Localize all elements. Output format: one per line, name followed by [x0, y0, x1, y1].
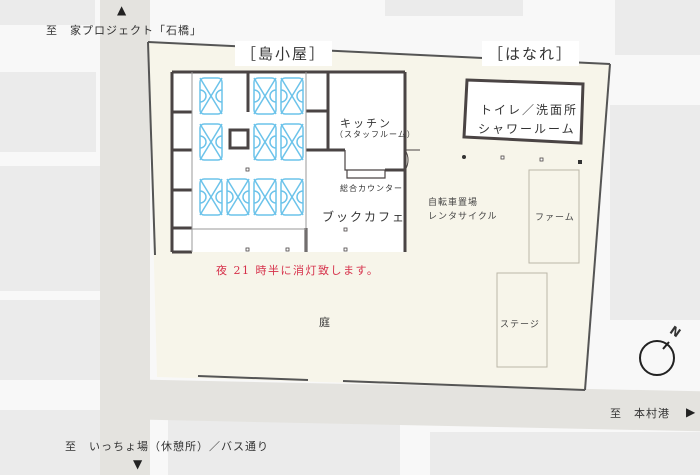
room-label-bookcafe: ブックカフェ	[322, 210, 407, 224]
city-block	[615, 0, 700, 55]
city-block	[168, 420, 400, 475]
room-label-counter: 総合カウンター	[340, 184, 403, 193]
building-title-shimagoya: ［島小屋］	[235, 41, 333, 66]
city-block	[385, 0, 523, 16]
area-label-garden: 庭	[319, 316, 331, 329]
area-label-stage: ステージ	[500, 320, 540, 330]
room-label-toilet: トイレ／洗面所	[480, 103, 579, 117]
arrow-up-icon: ▲	[117, 3, 127, 17]
arrow-right-icon: ▶	[686, 405, 696, 419]
bed-icons	[199, 77, 304, 216]
room-label-kitchen: キッチン	[340, 117, 392, 130]
city-block	[0, 0, 95, 25]
direction-north: 至 家プロジェクト「石橋」	[46, 24, 202, 37]
arrow-down-icon: ▼	[133, 457, 143, 471]
city-block	[610, 105, 700, 320]
city-block	[430, 432, 700, 475]
city-block	[0, 166, 105, 291]
city-block	[0, 72, 96, 152]
area-label-farm: ファーム	[535, 213, 575, 223]
compass-icon	[639, 340, 675, 376]
direction-east: 至 本村港	[610, 407, 670, 420]
city-block	[0, 300, 108, 380]
area-label-rental-cycle: レンタサイクル	[428, 212, 498, 222]
area-label-bicycle: 自転車置場	[428, 198, 479, 208]
room-label-kitchen-sub: （スタッフルーム）	[335, 130, 416, 139]
direction-south: 至 いっちょ場（休憩所）／バス通り	[65, 440, 269, 453]
lights-out-notice: 夜 21 時半に消灯致します。	[216, 264, 380, 277]
building-title-hanare: ［はなれ］	[482, 41, 580, 66]
room-label-shower: シャワールーム	[478, 122, 576, 136]
city-block	[0, 410, 108, 475]
